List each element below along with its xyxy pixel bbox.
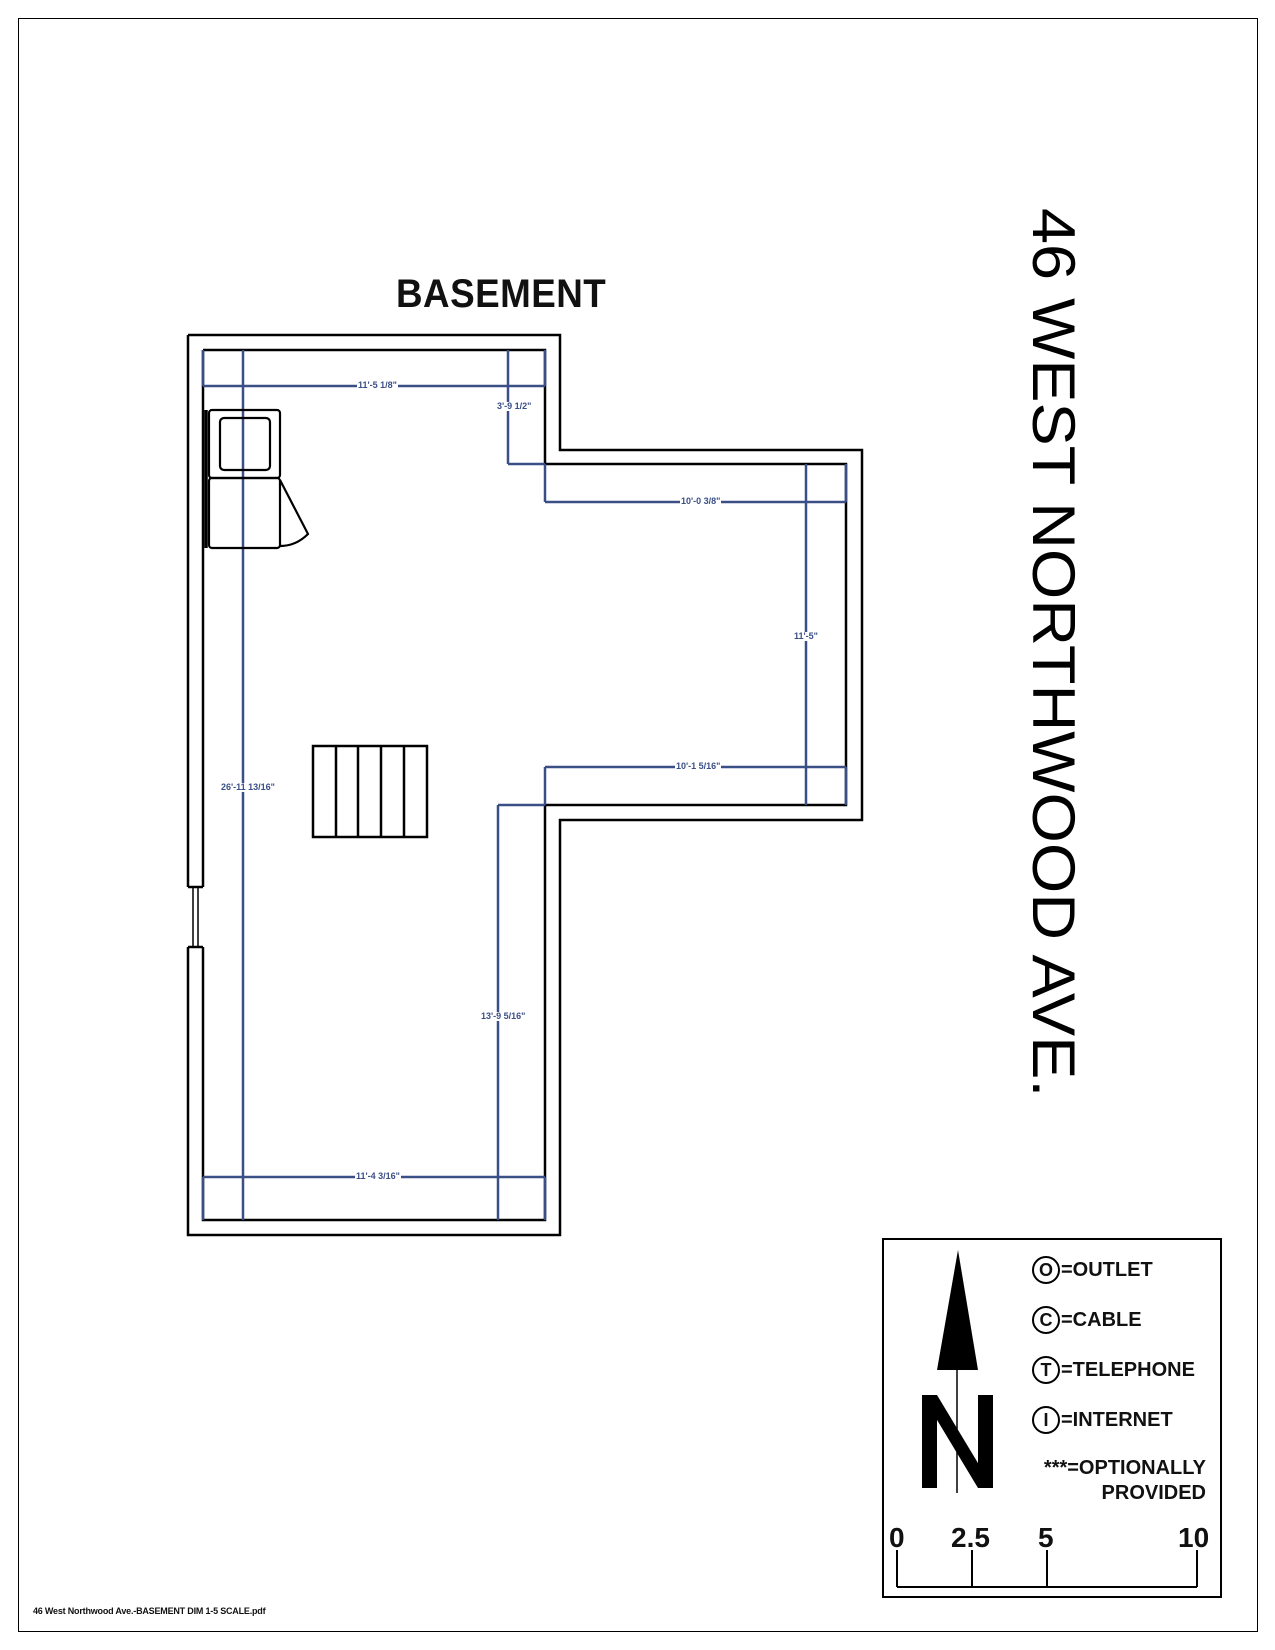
scale-label-10: 10: [1178, 1522, 1210, 1553]
dim-bottom-width: 11'-4 3/16": [355, 1171, 401, 1181]
scale-label-5: 5: [1038, 1522, 1054, 1553]
outlet-symbol-icon: O: [1032, 1256, 1060, 1284]
dim-east-top: 10'-0 3/8": [680, 496, 722, 506]
legend-cable: C =CABLE: [1032, 1306, 1142, 1334]
legend-outlet-label: =OUTLET: [1061, 1258, 1153, 1281]
north-arrow-icon: [922, 1250, 993, 1493]
internet-symbol-icon: I: [1032, 1406, 1060, 1434]
legend-box: O =OUTLET C =CABLE T =TELEPHONE I =INTER…: [882, 1238, 1222, 1598]
dim-lower-right-height: 13'-9 5/16": [480, 1011, 527, 1021]
washer-dryer-icon: [204, 408, 310, 550]
scale-bar: [896, 1550, 1198, 1588]
dim-overall-height: 26'-11 13/16": [220, 782, 276, 792]
dim-top-notch: 3'-9 1/2": [496, 401, 533, 411]
legend-telephone-label: =TELEPHONE: [1061, 1358, 1195, 1381]
legend-note-line2: PROVIDED: [1101, 1482, 1206, 1504]
footer-filename: 46 West Northwood Ave.-BASEMENT DIM 1-5 …: [33, 1606, 266, 1616]
legend-outlet: O =OUTLET: [1032, 1256, 1153, 1284]
page-border: [18, 18, 1258, 1632]
walls: [186, 333, 864, 1237]
scale-label-2-5: 2.5: [951, 1522, 990, 1553]
dim-top-width: 11'-5 1/8": [357, 380, 398, 390]
floor-title: BASEMENT: [396, 272, 607, 316]
outer-wall: [186, 333, 864, 1237]
staircase-icon: [311, 744, 429, 839]
telephone-symbol-icon: T: [1032, 1356, 1060, 1384]
legend-internet-label: =INTERNET: [1061, 1408, 1173, 1431]
legend-cable-label: =CABLE: [1061, 1308, 1142, 1331]
legend-note-line1: ***=OPTIONALLY: [1043, 1457, 1206, 1479]
dim-east-bottom: 10'-1 5/16": [675, 761, 722, 771]
legend-internet: I =INTERNET: [1032, 1406, 1173, 1434]
scale-label-0: 0: [889, 1522, 905, 1553]
cable-symbol-icon: C: [1032, 1306, 1060, 1334]
legend-telephone: T =TELEPHONE: [1032, 1356, 1195, 1384]
legend-optional-note: ***=OPTIONALLY PROVIDED: [1044, 1456, 1206, 1506]
window: [192, 887, 199, 947]
dim-east-height: 11'-5": [793, 631, 819, 641]
inner-wall: [201, 348, 848, 1222]
dimension-lines: [201, 350, 848, 1220]
